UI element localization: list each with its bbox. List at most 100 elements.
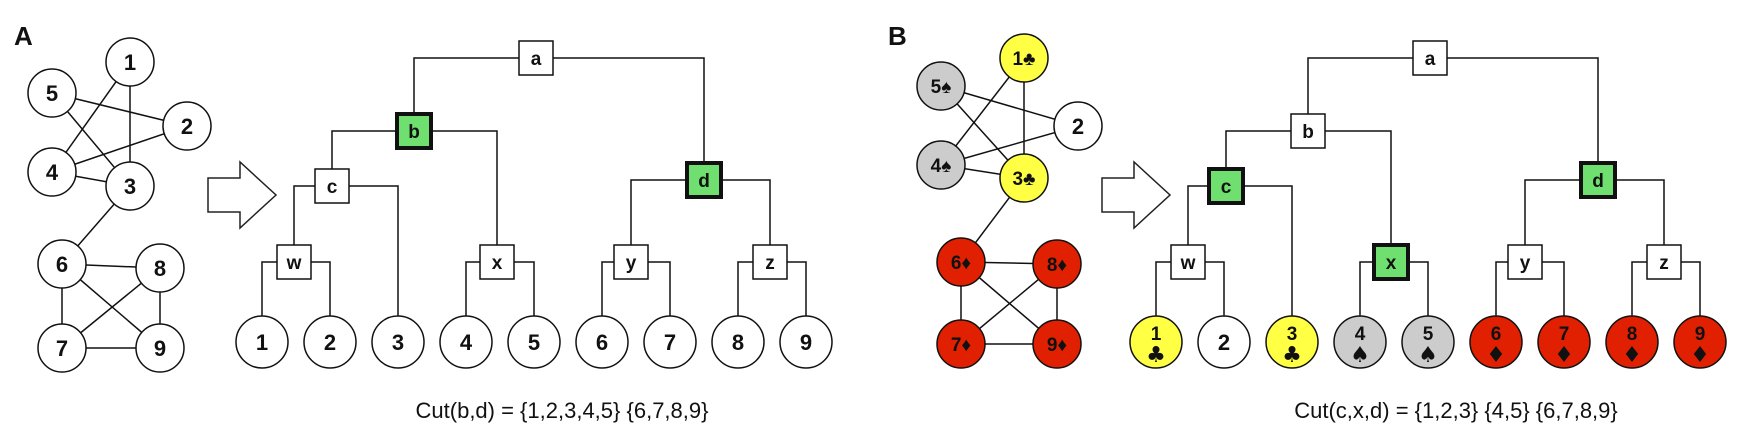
a-graph-node-3-label: 3 [124,174,136,199]
a-leaf-5-label: 5 [528,330,540,355]
b-edge-c-3 [1243,185,1293,316]
b-leaf-9-suit-icon: ♦ [1690,343,1710,368]
a-leaf-1 [235,315,289,369]
a-tree-node-d-label: d [698,171,710,192]
a-edge-c-w [293,185,315,245]
a-leaf-4-label: 4 [460,330,473,355]
b-leaf-1-label: 1 [1151,324,1162,345]
a-tree-node-x-label: x [492,253,503,274]
a-leaf-8-label: 8 [732,330,744,355]
a-edge-y-7 [648,261,671,316]
a-leaf-1-label: 1 [256,330,268,355]
a-leaf-7 [643,315,697,369]
edges-layer [51,57,1701,349]
a-graph-node-5-label: 5 [46,81,58,106]
b-graph-node-1 [999,33,1049,83]
b-edge-a-b [1307,57,1413,114]
b-tree-node-c-label: c [1221,177,1232,198]
arrow-icon-b [1101,160,1172,230]
b-graph-node-8 [1032,239,1082,289]
b-tree-node-c [1207,167,1245,205]
a-leaf-4 [439,315,493,369]
b-tree-node-z [1646,244,1682,280]
a-edge-x-5 [514,261,535,316]
a-tree-node-y-label: y [626,253,637,274]
b-leaf-1-suit-icon: ♣ [1146,343,1166,368]
a-edge-b-c [331,130,397,169]
a-graph-node-6-label: 6 [56,252,68,277]
a-tree-node-a [518,40,554,76]
b-graph-node-2 [1053,101,1103,151]
a-leaf-9 [779,315,833,369]
a-graph-node-3 [105,161,155,211]
b-leaf-1 [1129,315,1183,369]
b-leaf-3 [1265,315,1319,369]
b-leaf-6 [1469,315,1523,369]
b-tree-node-x [1372,243,1410,281]
a-tree-node-b [395,112,433,150]
a-graph-node-4-label: 4 [46,160,59,185]
b-leaf-4-label: 4 [1355,324,1366,345]
a-tree-node-d [685,161,723,199]
b-leaf-7-label: 7 [1559,324,1570,345]
panel-b-caption: Cut(c,x,d) = {1,2,3} {4,5} {6,7,8,9} [1294,398,1618,423]
b-edge-x-4 [1359,261,1374,316]
b-edge-w-1 [1155,261,1171,316]
b-leaf-8-label: 8 [1627,324,1638,345]
b-tree-node-b-label: b [1302,122,1314,143]
a-tree-node-z [752,244,788,280]
b-edge-z-9 [1681,261,1701,316]
a-leaf-6 [575,315,629,369]
b-edge-c-w [1187,185,1209,245]
b-leaf-9 [1673,315,1727,369]
a-edge-z-8 [737,261,753,316]
a-edge-b-x [431,130,498,245]
a-edge-c-3 [349,185,399,316]
panel-a-caption: Cut(b,d) = {1,2,3,4,5} {6,7,8,9} [416,398,709,423]
b-tree-node-w [1170,244,1206,280]
b-edge-d-z [1615,179,1665,245]
b-graph-node-4-label: 4♠ [931,156,952,177]
b-graph-node-3 [999,153,1049,203]
panel-a-label: A [14,21,33,51]
b-tree-node-d-label: d [1592,171,1604,192]
panel-b-label: B [888,21,907,51]
a-edge-d-y [630,179,687,245]
b-leaf-4 [1333,315,1387,369]
a-graph-node-2-label: 2 [181,114,193,139]
b-tree-node-d [1579,161,1617,199]
a-graph-node-1-label: 1 [124,50,136,75]
b-leaf-6-suit-icon: ♦ [1486,343,1506,368]
a-edge-a-b [413,57,519,114]
a-edge-w-2 [311,261,331,316]
a-edge-w-1 [261,261,277,316]
b-tree-node-a-label: a [1425,49,1436,70]
b-graph-node-1-label: 1♣ [1012,49,1035,70]
b-leaf-8-suit-icon: ♦ [1622,343,1642,368]
b-leaf-2 [1197,315,1251,369]
b-edge-y-7 [1542,261,1565,316]
a-graph-node-6 [37,239,87,289]
a-tree-node-c-label: c [327,177,338,198]
a-graph-node-8-label: 8 [154,256,166,281]
a-leaf-3-label: 3 [392,330,404,355]
a-leaf-2 [303,315,357,369]
b-leaf-5 [1401,315,1455,369]
b-graph-node-4 [916,140,966,190]
b-tree-node-y [1507,244,1543,280]
a-tree-node-w-label: w [286,253,302,274]
b-graph-node-3-label: 3♣ [1012,169,1035,190]
b-graph-node-6 [936,237,986,287]
a-edge-a-d [553,57,705,163]
a-graph-node-7 [37,323,87,373]
b-leaf-3-label: 3 [1287,324,1298,345]
b-graph-node-6-label: 6♦ [951,253,972,274]
a-tree-node-b-label: b [408,122,420,143]
b-edge-b-x [1325,130,1392,245]
b-edge-d-y [1524,179,1581,245]
b-graph-node-8-label: 8♦ [1047,255,1068,276]
b-tree-node-x-label: x [1386,253,1397,274]
b-leaf-8 [1605,315,1659,369]
